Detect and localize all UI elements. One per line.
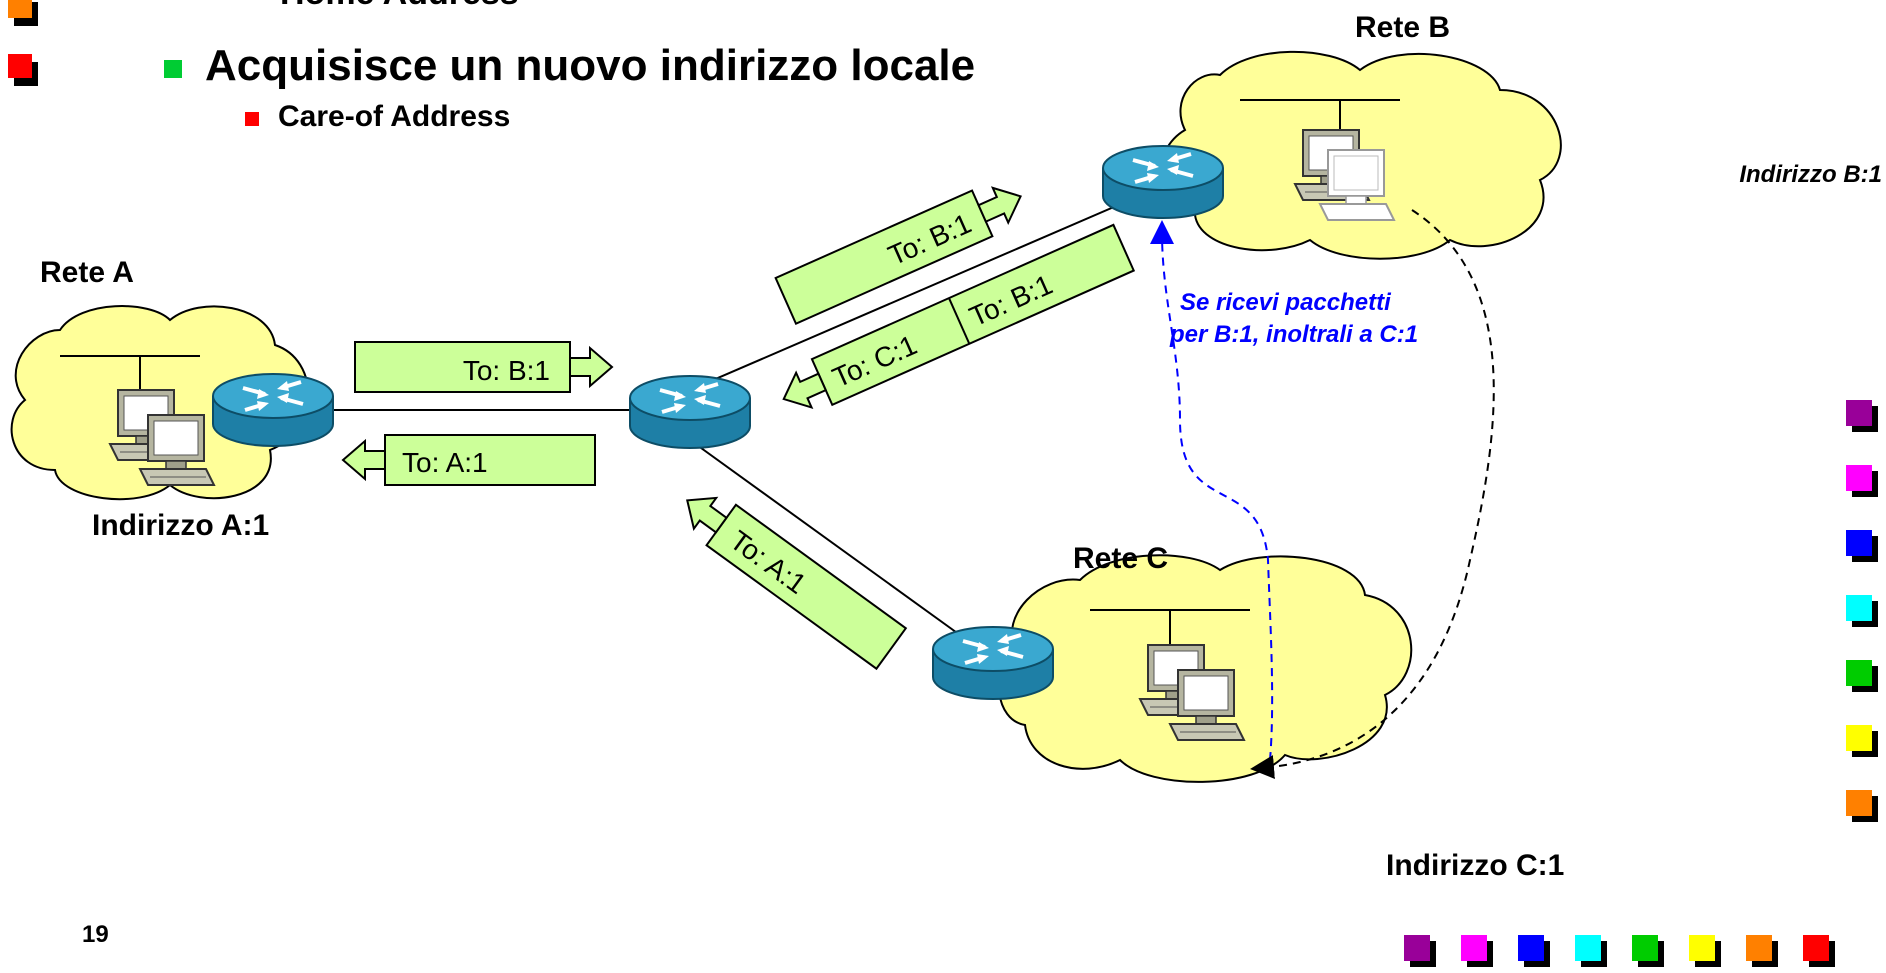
decor-square	[1846, 725, 1878, 757]
address-b: Indirizzo B:1	[1739, 161, 1882, 188]
page-number: 19	[82, 921, 109, 948]
address-a: Indirizzo A:1	[92, 509, 269, 542]
bullet-main-marker	[164, 60, 182, 78]
decor-square	[1689, 935, 1721, 967]
annotation-line-2: per B:1, inoltrali a C:1	[1169, 321, 1418, 348]
decor-square	[1846, 660, 1878, 692]
label-rete-a: Rete A	[40, 256, 134, 289]
packet-diag-a: To: A:1	[686, 496, 908, 671]
bullet-main-text: Acquisisce un nuovo indirizzo locale	[205, 41, 975, 90]
decor-square	[1846, 790, 1878, 822]
bullet-sub-marker	[245, 112, 259, 126]
partial-heading: Home Address	[280, 0, 519, 12]
annotation-line-1: Se ricevi pacchetti	[1180, 289, 1392, 316]
router-icon-rete-a	[211, 372, 335, 448]
right-decor-squares	[1846, 400, 1878, 822]
decor-square	[1846, 530, 1878, 562]
decor-square	[1803, 935, 1835, 967]
decor-square	[1461, 935, 1493, 967]
forwarding-arrow-blue	[1150, 220, 1274, 761]
label-rete-b: Rete B	[1355, 11, 1450, 44]
decor-square	[1846, 595, 1878, 627]
decor-square	[1846, 400, 1878, 432]
decor-square	[1846, 465, 1878, 497]
router-icon-rete-c	[931, 625, 1055, 701]
address-c: Indirizzo C:1	[1386, 849, 1564, 882]
decor-square	[1404, 935, 1436, 967]
packet-b-to-a-label: To: A:1	[402, 447, 488, 478]
mobility-arrow-black	[1250, 209, 1495, 779]
bottom-decor-squares	[1404, 935, 1835, 967]
cloud-rete-c	[998, 554, 1413, 783]
packet-a-to-b-label: To: B:1	[463, 355, 550, 386]
decor-square	[1632, 935, 1664, 967]
decor-square	[1518, 935, 1550, 967]
decor-square	[1575, 935, 1607, 967]
packet-b-to-a: To: A:1	[341, 434, 596, 486]
bullet-sub-text: Care-of Address	[278, 100, 510, 133]
left-decor-squares	[8, 0, 38, 86]
packet-a-to-b: To: B:1	[354, 341, 614, 393]
label-rete-c: Rete C	[1073, 542, 1168, 575]
router-icon-rete-b	[1101, 144, 1225, 220]
router-icon-core	[628, 374, 752, 450]
decor-square	[1746, 935, 1778, 967]
network-links	[320, 199, 1131, 636]
computer-icon-rete-b	[1294, 129, 1396, 221]
